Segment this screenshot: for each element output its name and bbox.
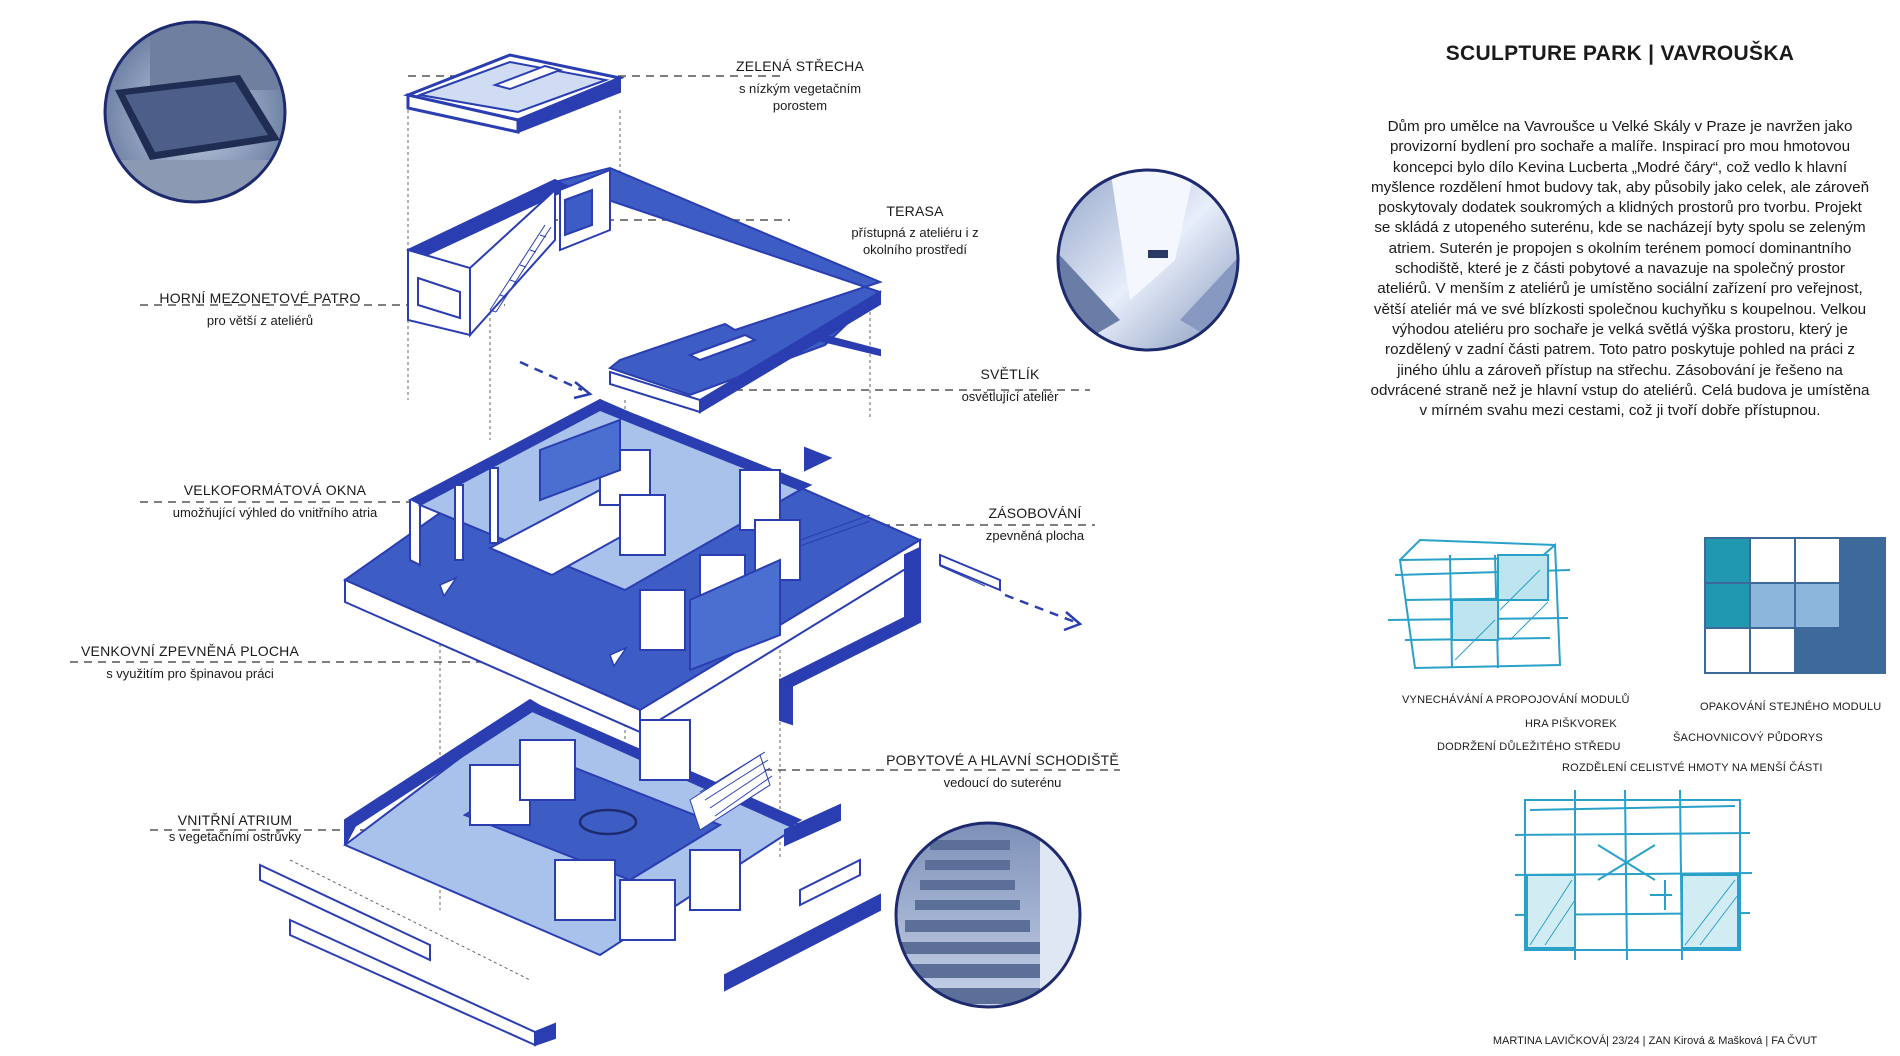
terrace-level [405,166,883,414]
footer-credits: MARTINA LAVIČKOVÁ| 23/24 | ZAN Kirová & … [1492,1035,1818,1047]
label-title: SVĚTLÍK [980,366,1040,382]
label-sub: přístupná z ateliéru i z [851,225,979,240]
concept-label: ŠACHOVNICOVÝ PŮDORYS [1673,732,1823,744]
project-description: Dům pro umělce na Vavroušce u Velké Skál… [1370,118,1870,420]
label-sub: okolního prostředí [862,242,968,257]
label-green-roof: ZELENÁ STŘECHA s nízkým vegetačním poros… [700,58,900,114]
label-title: HORNÍ MEZONETOVÉ PATRO [159,290,361,306]
label-sub: s vegetačními ostrůvky [168,829,302,844]
sketch-cube [1387,538,1571,670]
label-sub: osvětlující ateliér [961,389,1059,404]
label-sub: umožňující výhled do vnitřního atria [172,505,378,520]
label-title: ZÁSOBOVÁNÍ [988,505,1082,521]
green-roof-volume [402,53,626,134]
label-skylight: SVĚTLÍK osvětlující ateliér [930,366,1090,405]
label-title: POBYTOVÉ A HLAVNÍ SCHODIŠTĚ [886,752,1119,768]
label-title: VNITŘNÍ ATRIUM [177,812,293,828]
label-windows: VELKOFORMÁTOVÁ OKNA umožňující výhled do… [125,482,425,521]
label-stairs: POBYTOVÉ A HLAVNÍ SCHODIŠTĚ vedoucí do s… [875,752,1130,791]
concept-label: HRA PIŠKVOREK [1525,718,1617,730]
label-upper-floor: HORNÍ MEZONETOVÉ PATRO pro větší z ateli… [140,290,380,329]
label-title: TERASA [886,203,944,219]
page-title: SCULPTURE PARK | VAVROUŠKA [1445,42,1795,65]
concept-label: DODRŽENÍ DŮLEŽITÉHO STŘEDU [1437,741,1621,753]
modular-grid [1704,537,1886,674]
sketch-plan [1514,789,1753,961]
basement-level [259,698,881,1047]
label-sub: zpevněná plocha [985,528,1085,543]
label-sub: pro větší z ateliérů [206,313,314,328]
label-atrium: VNITŘNÍ ATRIUM s vegetačními ostrůvky [150,812,320,845]
label-title: VELKOFORMÁTOVÁ OKNA [183,482,367,498]
photo-skylight [1056,168,1240,352]
label-sub: s využitím pro špinavou práci [106,666,274,681]
label-outdoor: VENKOVNÍ ZPEVNĚNÁ PLOCHA s využitím pro … [70,643,310,682]
label-title: ZELENÁ STŘECHA [735,58,865,74]
label-sub: porostem [772,98,828,113]
label-sub: vedoucí do suterénu [943,775,1062,790]
label-terrace: TERASA přístupná z ateliéru i z okolního… [800,203,1030,258]
concept-label: ROZDĚLENÍ CELISTVÉ HMOTY NA MENŠÍ ČÁSTI [1562,762,1823,774]
concept-label: OPAKOVÁNÍ STEJNÉHO MODULU [1700,701,1882,713]
photo-stairs [894,821,1082,1009]
atelier-level [342,398,1001,734]
label-supply: ZÁSOBOVÁNÍ zpevněná plocha [960,505,1110,544]
photo-green-roof [103,20,287,204]
concept-label: VYNECHÁVÁNÍ A PROPOJOVÁNÍ MODULŮ [1402,694,1630,706]
label-sub: s nízkým vegetačním [738,81,862,96]
label-title: VENKOVNÍ ZPEVNĚNÁ PLOCHA [81,643,299,659]
